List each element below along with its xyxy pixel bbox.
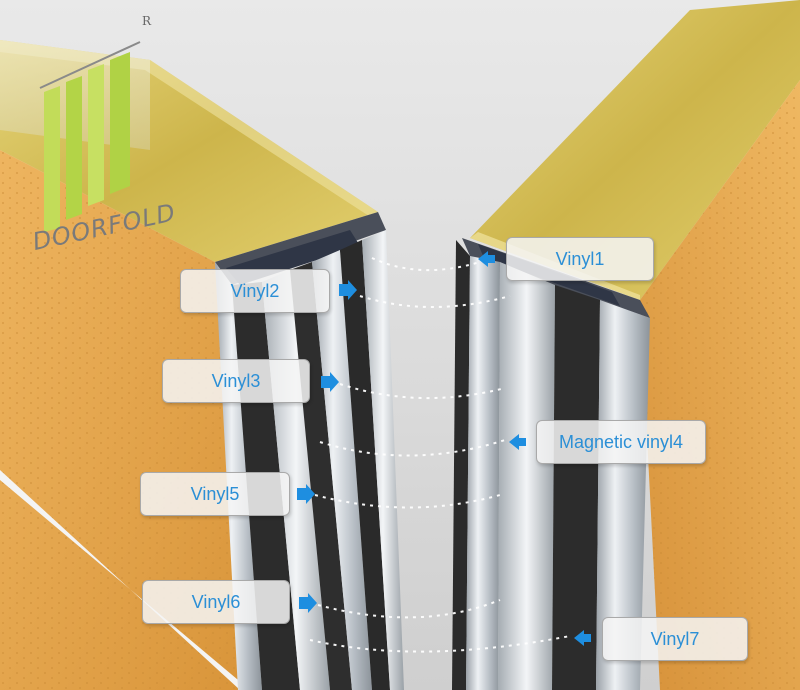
arrow-right-icon <box>321 372 339 392</box>
arrow-right-icon <box>299 593 317 613</box>
label-vinyl3: Vinyl3 <box>162 359 310 403</box>
registered-mark: R <box>142 14 152 28</box>
right-panel <box>470 0 800 690</box>
label-vinyl6: Vinyl6 <box>142 580 290 624</box>
connection-arcs <box>309 257 571 653</box>
label-magnetic-vinyl4: Magnetic vinyl4 <box>536 420 706 464</box>
arrow-left-icon <box>509 434 526 450</box>
label-vinyl1: Vinyl1 <box>506 237 654 281</box>
arrow-right-icon <box>339 280 357 300</box>
arrow-right-icon <box>297 484 315 504</box>
doorfold-logo-icon <box>39 41 141 232</box>
label-vinyl2: Vinyl2 <box>180 269 330 313</box>
arrow-left-icon <box>478 251 495 267</box>
arrow-left-icon <box>574 630 591 646</box>
label-vinyl5: Vinyl5 <box>140 472 290 516</box>
label-vinyl7: Vinyl7 <box>602 617 748 661</box>
